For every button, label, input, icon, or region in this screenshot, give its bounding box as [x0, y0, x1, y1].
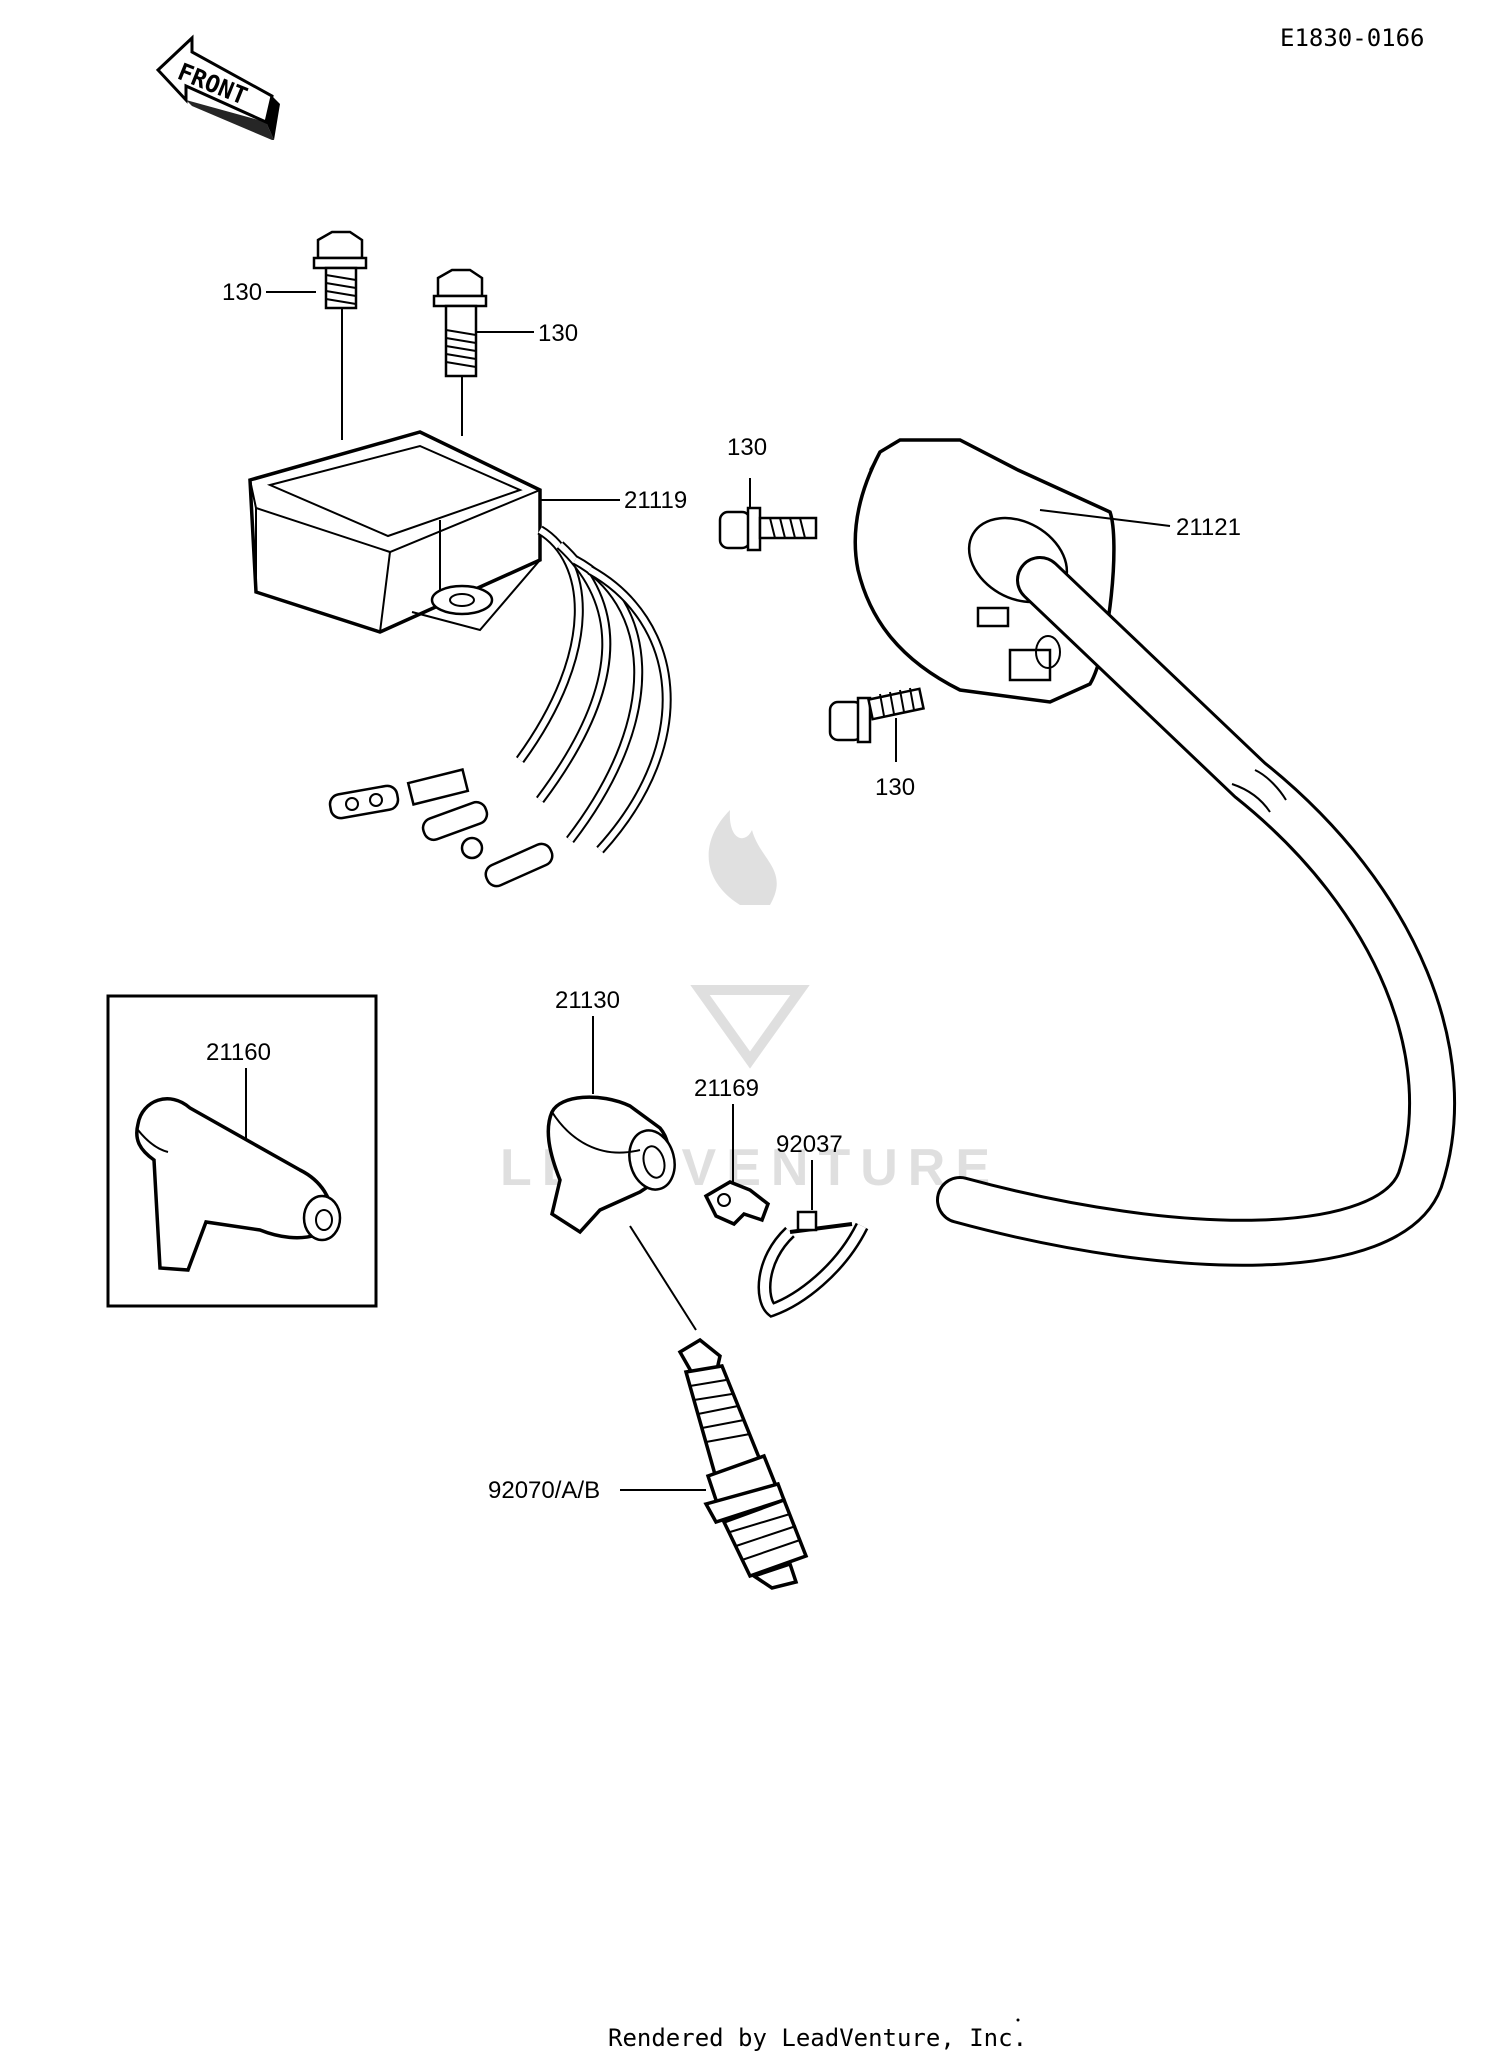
callout-tie-band: 92037: [776, 1131, 843, 1158]
bolt-lower: [828, 687, 925, 762]
bolt-middle: [718, 478, 818, 552]
callout-bolt-top-left: 130: [222, 279, 262, 306]
clamp-part: [703, 1180, 771, 1227]
callout-clamp: 21169: [694, 1075, 759, 1102]
spark-plug-cap: [546, 1095, 676, 1235]
cdi-unit: [248, 430, 672, 888]
cap-inset-box: [106, 994, 378, 1308]
callout-spark-plug: 92070/A/B: [488, 1477, 600, 1504]
callout-cdi-unit: 21119: [624, 487, 687, 514]
plug-cap-alt: [135, 1097, 342, 1272]
bolt-top-left: [312, 230, 368, 440]
tie-band-part: [757, 1210, 869, 1318]
spark-plug: [677, 1337, 809, 1590]
callout-bolt-top-right: 130: [538, 320, 578, 347]
callout-plug-cap: 21130: [555, 987, 620, 1014]
bolt-top-right: [432, 268, 488, 436]
front-arrow-icon: FRONT: [155, 34, 280, 140]
callout-ignition-coil: 21121: [1176, 514, 1241, 541]
callout-bolt-middle: 130: [727, 434, 767, 461]
callout-bolt-lower: 130: [875, 774, 915, 801]
callout-cap-boxed: 21160: [206, 1039, 271, 1066]
footer-dot: [1016, 2018, 1020, 2022]
diagram-code: E1830-0166: [1280, 24, 1425, 52]
ignition-coil: [853, 438, 1457, 1267]
footer-text: Rendered by LeadVenture, Inc.: [608, 2024, 1027, 2052]
